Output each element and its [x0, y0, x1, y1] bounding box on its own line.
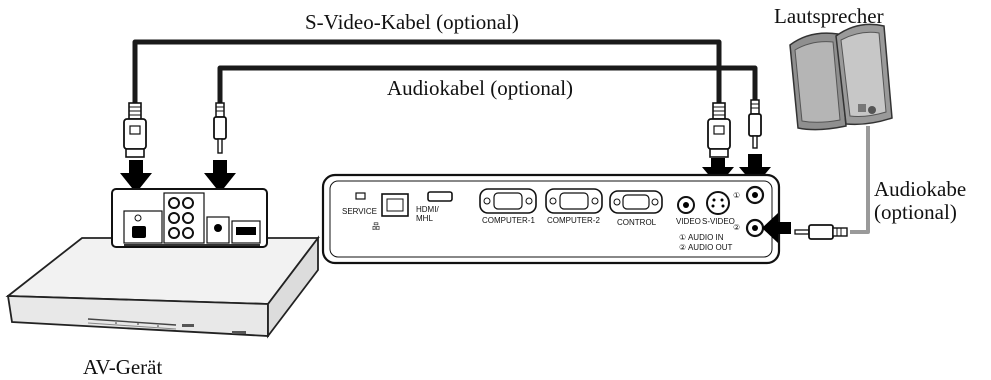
svideo-cable [132, 39, 722, 103]
port-computer2-label: COMPUTER-2 [547, 216, 600, 225]
audio-cable-right-label: Audiokabe [874, 177, 966, 201]
audio-plug-right [748, 99, 762, 149]
arrow-down-audio-left [204, 160, 236, 193]
speaker-audio-cable [850, 126, 870, 234]
audio-cable-right-optional: (optional) [874, 200, 957, 224]
audio-plug-speaker [794, 224, 848, 240]
projector-panel: SERVICE 品 HDMI/ MHL COMPUTER-1 COMPUTER-… [321, 173, 781, 265]
av-device [5, 235, 320, 339]
audio-cable-label: Audiokabel (optional) [387, 76, 573, 100]
svideo-cable-label: S-Video-Kabel (optional) [305, 10, 519, 34]
audio-out-legend: ② AUDIO OUT [679, 243, 733, 252]
port-hdmi-label: HDMI/ [416, 205, 439, 214]
port-video-label: VIDEO [676, 217, 701, 226]
av-device-label: AV-Gerät [83, 355, 162, 379]
arrow-left-audio-out [762, 213, 791, 243]
audio-plug-left [213, 102, 227, 154]
lan-icon: 品 [372, 222, 380, 231]
port-control-label: CONTROL [617, 218, 657, 227]
speakers-icon [789, 23, 893, 131]
arrow-down-svideo-left [120, 160, 152, 193]
port-computer1-label: COMPUTER-1 [482, 216, 535, 225]
port-svideo-label: S-VIDEO [702, 217, 735, 226]
port-service-label: SERVICE [342, 207, 377, 216]
av-rear-panel [111, 188, 268, 248]
audio-cable [217, 65, 758, 103]
audio-in-legend: ① AUDIO IN [679, 233, 724, 242]
svideo-plug-left [123, 102, 147, 158]
svideo-plug-right [707, 102, 731, 158]
port-num2: ② [733, 223, 740, 232]
port-num1: ① [733, 191, 740, 200]
port-mhl-label: MHL [416, 214, 433, 223]
